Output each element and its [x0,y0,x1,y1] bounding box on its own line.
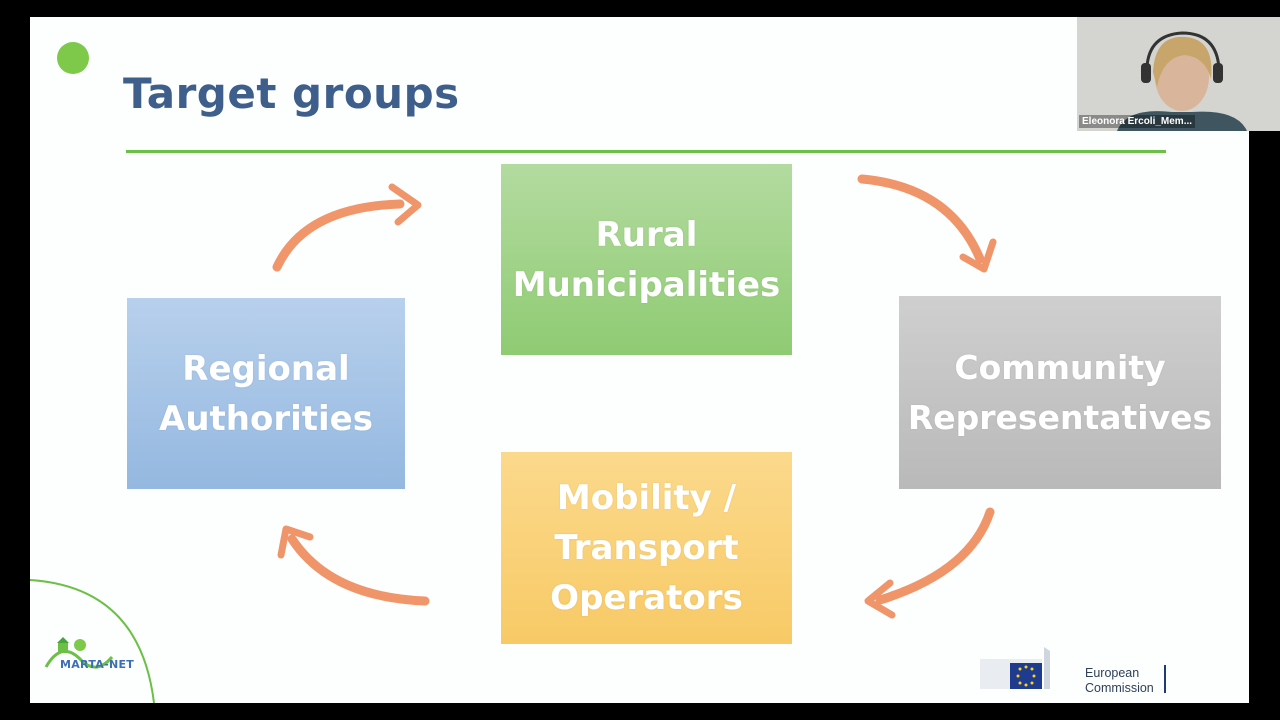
european-commission-logo-text: European Commission [1085,666,1154,695]
curved-arrow-icon [287,534,430,606]
slide-title: Target groups [123,69,460,118]
box-rural-label: Rural Municipalities [512,214,781,305]
ec-divider [1164,665,1166,693]
curved-arrow-icon [875,507,995,605]
presentation-slide: Target groups Rural Municipalities Regio… [30,17,1249,703]
box-community-label: Community Representatives [907,347,1213,437]
box-regional-label: Regional Authorities [159,348,373,439]
curved-arrow-icon [272,199,405,272]
box-community-representatives: Community Representatives [899,296,1221,489]
participant-name: Eleonora Ercoli_Mem... [1079,115,1196,128]
curved-arrow-icon [277,525,314,559]
smarta-net-logo [44,637,114,669]
green-dot-icon [57,42,89,74]
cycle-arrows [30,174,997,703]
participant-video [1077,17,1280,131]
eu-flag-icon [980,647,1050,689]
curved-arrow-icon [857,174,985,264]
title-underline [126,150,1166,153]
curved-arrow-icon [864,579,896,619]
box-mobility-label: Mobility / Transport Operators [550,478,743,618]
webcam-tile[interactable]: Eleonora Ercoli_Mem... [1077,17,1280,131]
curved-arrow-icon [388,183,422,226]
box-rural-municipalities: Rural Municipalities [501,164,792,355]
box-regional-authorities: Regional Authorities [127,298,405,489]
decorative-curve [30,579,155,703]
box-mobility-transport-operators: Mobility / Transport Operators [501,452,792,644]
smarta-net-logo-text: MARTA-NET [60,658,135,671]
curved-arrow-icon [959,238,997,273]
